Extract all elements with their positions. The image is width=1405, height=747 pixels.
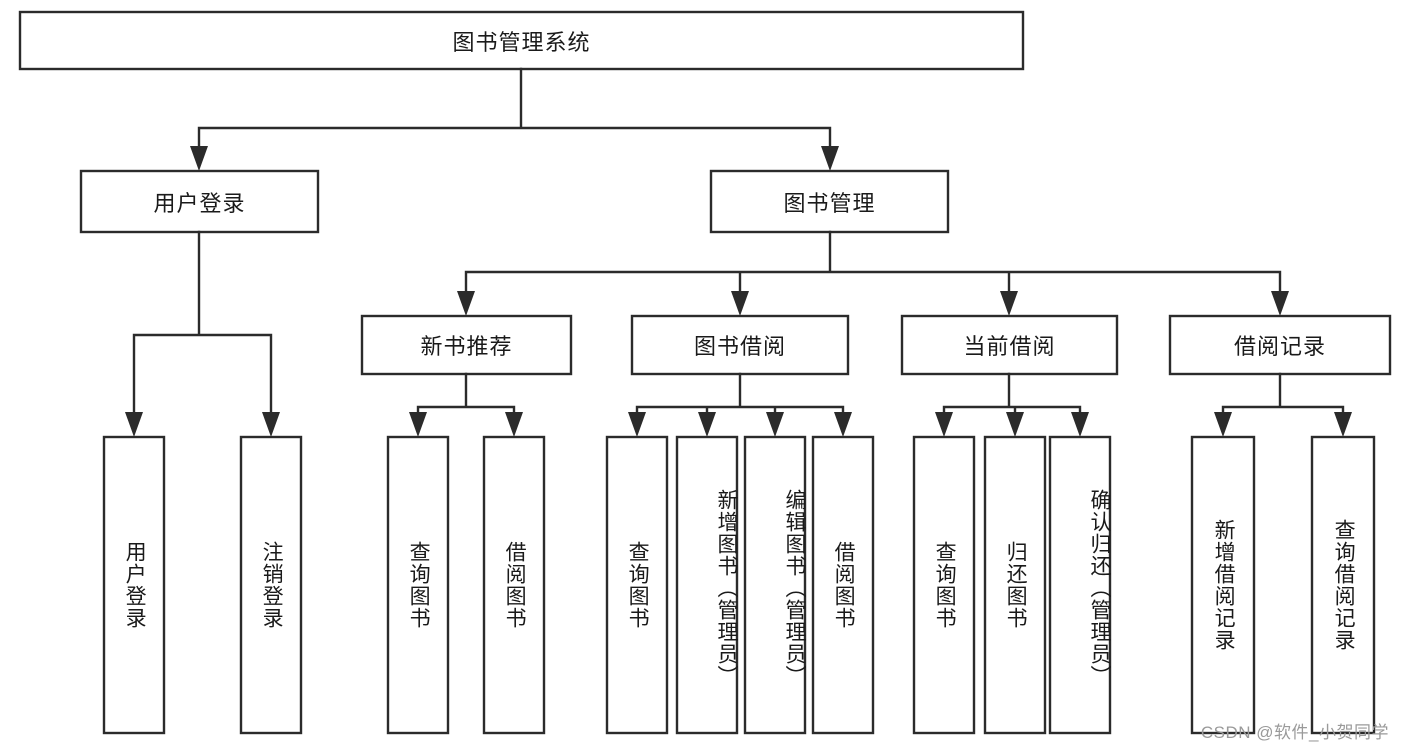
link-book-borrow-to-leaves [635, 372, 845, 420]
node-box-leaf-borrow-lend[interactable] [811, 435, 875, 735]
arrow-to-leaf-borrow-add [698, 412, 716, 437]
arrow-to-leaf-cur-return [1006, 412, 1024, 437]
node-box-book-borrow[interactable] [630, 314, 850, 376]
node-box-book-manage[interactable] [709, 169, 950, 234]
link-new-book-rec-to-leaves [416, 372, 516, 420]
arrow-to-leaf-borrow-edit [766, 412, 784, 437]
arrow-to-leaf-rec-query [409, 412, 427, 437]
node-box-borrow-record[interactable] [1168, 314, 1392, 376]
link-root-to-level2 [197, 67, 832, 154]
node-box-leaf-borrow-query[interactable] [605, 435, 669, 735]
node-box-leaf-rec-add[interactable] [1190, 435, 1256, 735]
node-box-leaf-rec-query[interactable] [386, 435, 450, 735]
arrow-to-user-login [190, 146, 208, 171]
arrow-to-current-borrow [1000, 291, 1018, 316]
link-book-manage-to-level3 [464, 230, 1282, 299]
arrow-to-leaf-cur-query [935, 412, 953, 437]
arrow-to-leaf-user-logout [262, 412, 280, 437]
node-box-leaf-rec-borrow[interactable] [482, 435, 546, 735]
link-user-login-to-leaves [132, 230, 273, 420]
node-box-leaf-borrow-edit[interactable] [743, 435, 807, 735]
node-box-leaf-user-login[interactable] [102, 435, 166, 735]
arrow-to-book-borrow [731, 291, 749, 316]
arrow-to-borrow-record [1271, 291, 1289, 316]
arrow-to-leaf-rec-query2 [1334, 412, 1352, 437]
node-box-leaf-cur-return[interactable] [983, 435, 1047, 735]
node-box-leaf-user-logout[interactable] [239, 435, 303, 735]
node-box-leaf-cur-confirm[interactable] [1048, 435, 1112, 735]
arrow-to-leaf-borrow-lend [834, 412, 852, 437]
link-borrow-record-to-leaves [1221, 372, 1345, 420]
node-box-leaf-rec-query2[interactable] [1310, 435, 1376, 735]
node-box-new-book-rec[interactable] [360, 314, 573, 376]
arrow-to-new-book-rec [457, 291, 475, 316]
arrow-to-leaf-cur-confirm [1071, 412, 1089, 437]
link-current-borrow-to-leaves [942, 372, 1082, 420]
node-box-leaf-borrow-add[interactable] [675, 435, 739, 735]
arrow-to-leaf-user-login [125, 412, 143, 437]
arrow-to-leaf-rec-borrow [505, 412, 523, 437]
arrow-to-leaf-borrow-query [628, 412, 646, 437]
arrow-to-leaf-rec-add [1214, 412, 1232, 437]
node-box-user-login[interactable] [79, 169, 320, 234]
node-box-root[interactable] [18, 10, 1025, 71]
arrow-to-book-manage [821, 146, 839, 171]
node-box-current-borrow[interactable] [900, 314, 1119, 376]
csdn-watermark: CSDN @软件_小贺同学 [1200, 723, 1389, 742]
node-box-leaf-cur-query[interactable] [912, 435, 976, 735]
